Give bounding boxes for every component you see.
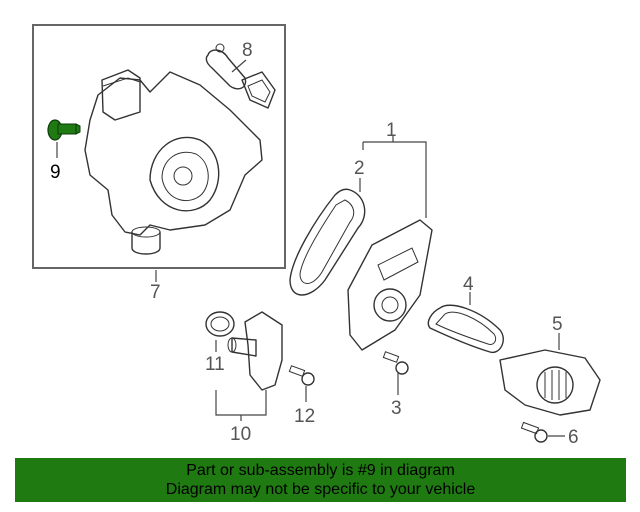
bolt-12-illustration — [288, 365, 315, 386]
parts-diagram: 1 2 3 4 5 6 7 8 9 10 11 12 — [32, 24, 601, 448]
gasket-2-illustration — [289, 188, 366, 296]
callout-12: 12 — [294, 406, 315, 427]
banner-line-1: Part or sub-assembly is #9 in diagram — [186, 462, 455, 479]
water-pump-housing-illustration — [84, 43, 276, 255]
callout-5: 5 — [552, 314, 563, 335]
callout-8: 8 — [242, 40, 253, 61]
callout-labels: 1 2 3 4 5 6 7 8 9 10 11 12 — [50, 40, 579, 448]
bolt-3-illustration — [382, 351, 409, 375]
callout-3: 3 — [391, 398, 402, 419]
part-info-banner: Part or sub-assembly is #9 in diagram Di… — [15, 458, 626, 502]
callout-1: 1 — [386, 120, 397, 141]
belt-4-illustration — [427, 304, 504, 354]
banner-line-2: Diagram may not be specific to your vehi… — [165, 481, 476, 498]
callout-10: 10 — [230, 424, 251, 445]
callout-4: 4 — [463, 274, 474, 295]
bolt-6-illustration — [520, 421, 548, 443]
bolt-9-highlighted — [47, 119, 81, 141]
leader-lines — [56, 59, 565, 437]
assembly-inset-box — [32, 24, 286, 269]
thermostat-housing-10-illustration — [227, 311, 283, 391]
pulley-cover-5-illustration — [499, 349, 601, 416]
callout-6: 6 — [568, 427, 579, 448]
o-ring-11-illustration — [205, 311, 235, 337]
callout-11: 11 — [205, 354, 225, 375]
water-pump-1-illustration — [347, 219, 433, 351]
callout-2: 2 — [354, 158, 365, 179]
callout-9: 9 — [50, 162, 61, 183]
callout-7: 7 — [150, 282, 161, 303]
